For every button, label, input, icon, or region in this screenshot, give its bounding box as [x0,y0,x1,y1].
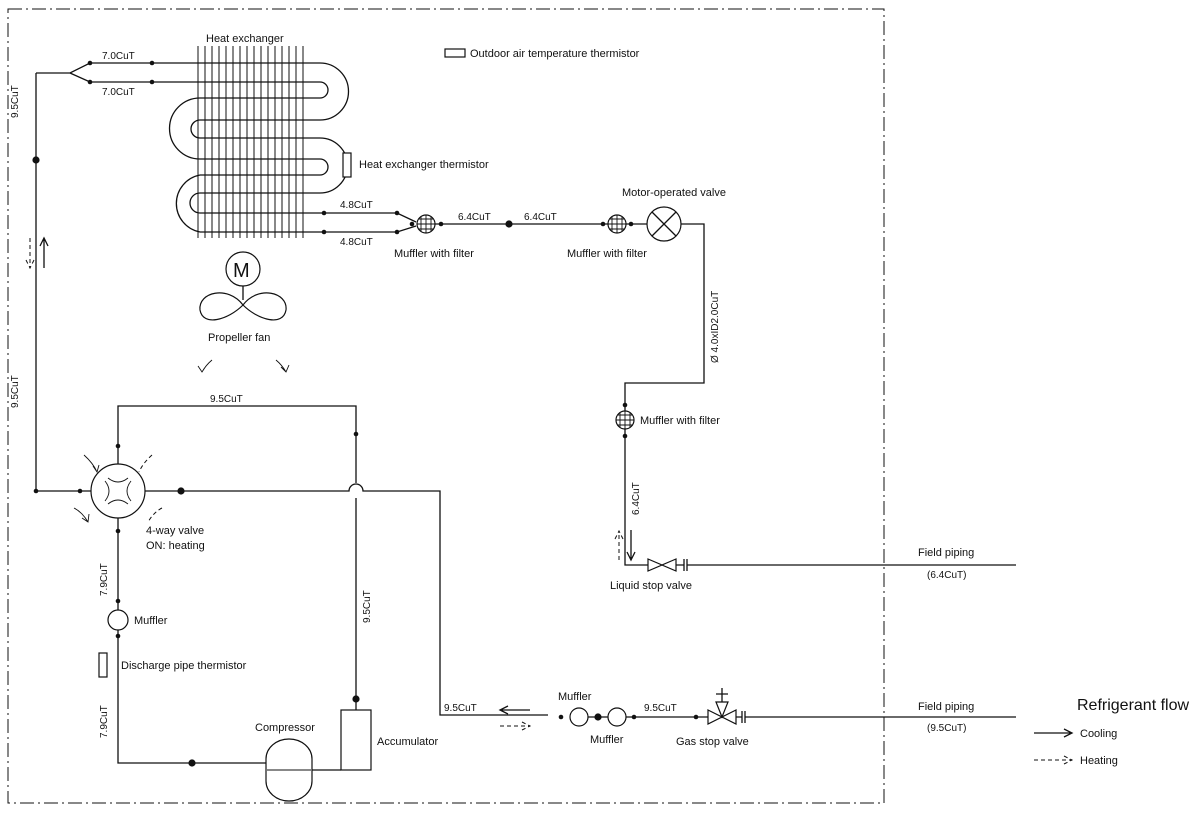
left-cooling-arrow [39,236,49,268]
fan-motor-label: M [233,260,250,282]
field-piping-liquid-label: Field piping [918,547,974,559]
pipe-left-vertical [35,73,91,492]
pipe-size-6-4-a: 6.4CuT [458,212,491,223]
motor-operated-valve: Motor-operated valve [622,187,726,242]
accumulator-label: Accumulator [377,736,438,748]
refrigerant-flow-legend: Refrigerant flow Cooling Heating [1034,697,1189,767]
muffler-gas-2-label: Muffler [590,734,624,746]
liquid-cooling-arrow [626,530,636,562]
muffler-with-filter-1: Muffler with filter [394,214,474,260]
pipe-size-9-5-accumulator: 9.5CuT [362,590,373,623]
four-way-valve: 4-way valve ON: heating [73,454,205,552]
pipe-size-9-5-gas-left: 9.5CuT [444,703,477,714]
heat-exchanger-label: Heat exchanger [206,33,284,45]
liquid-stop-valve-label: Liquid stop valve [610,580,692,592]
outdoor-thermistor-symbol [444,48,466,58]
pipe-valve-right [145,483,548,716]
pipe-size-4-8-bottom: 4.8CuT [340,237,373,248]
pipe-size-9-5-left-bottom: 9.5CuT [10,375,21,408]
four-way-valve-label: 4-way valve [146,525,204,537]
legend-heating-label: Heating [1080,755,1118,767]
muffler-discharge-label: Muffler [134,615,168,627]
compressor: Compressor [255,722,315,802]
liquid-heating-arrow [614,529,624,560]
pipe-capillary [624,223,705,413]
pipe-valve-top-loop [117,405,357,483]
muffler-with-filter-2-label: Muffler with filter [567,248,647,260]
field-piping-liquid-size: (6.4CuT) [927,570,966,581]
pipe-size-capillary: Ø 4.0xID2.0CuT [710,291,721,363]
pipe-size-9-5-gas-right: 9.5CuT [644,703,677,714]
pipe-to-liquid-stop-valve [624,429,648,566]
hx-inlet-branch: 7.0CuT 7.0CuT [36,51,155,98]
heat-exchanger: Heat exchanger [152,33,350,238]
muffler-gas-2: Muffler [590,707,627,746]
propeller-fan-label: Propeller fan [208,332,270,344]
pipe-size-4-8-top: 4.8CuT [340,200,373,211]
field-piping-gas-label: Field piping [918,701,974,713]
muffler-gas-1: Muffler [558,691,592,727]
gas-stop-valve: Gas stop valve [676,688,1016,748]
hx-outlet-branch: 4.8CuT 4.8CuT [320,200,417,248]
pipe-size-6-4-vertical: 6.4CuT [631,482,642,515]
heat-exchanger-fins [197,46,304,238]
pipe-size-7-9-upper: 7.9CuT [99,563,110,596]
legend-heating-arrow [1034,755,1074,765]
pipe-size-7-0-top: 7.0CuT [102,51,135,62]
heat-exchanger-tubes [152,62,350,233]
left-heating-arrow [25,238,35,270]
gas-heating-arrow [500,721,532,731]
propeller-fan: M Propeller fan [197,251,290,373]
muffler-discharge: Muffler [107,609,168,631]
outdoor-thermistor-label: Outdoor air temperature thermistor [470,48,640,60]
legend-cooling-arrow [1034,728,1074,738]
muffler-with-filter-2: Muffler with filter [567,214,647,260]
discharge-thermistor-symbol [98,652,108,678]
four-way-valve-state: ON: heating [146,540,205,552]
discharge-thermistor-label: Discharge pipe thermistor [121,660,247,672]
legend-cooling-label: Cooling [1080,728,1117,740]
pipe-discharge-lower [117,630,268,764]
hx-thermistor-symbol [342,152,352,178]
liquid-stop-valve: Liquid stop valve [610,558,1016,592]
pipe-size-7-0-bottom: 7.0CuT [102,87,135,98]
motor-operated-valve-label: Motor-operated valve [622,187,726,199]
outdoor-unit-boundary [7,8,885,804]
muffler-gas-1-label: Muffler [558,691,592,703]
pipe-size-7-9-lower: 7.9CuT [99,705,110,738]
hx-thermistor-label: Heat exchanger thermistor [359,159,489,171]
pipe-size-6-4-b: 6.4CuT [524,212,557,223]
pipe-size-9-5-left-top: 9.5CuT [10,85,21,118]
gas-cooling-arrow [498,705,530,715]
compressor-label: Compressor [255,722,315,734]
muffler-with-filter-3: Muffler with filter [615,402,720,439]
legend-title: Refrigerant flow [1077,697,1189,714]
field-piping-gas-size: (9.5CuT) [927,723,966,734]
pipe-size-9-5-top-loop: 9.5CuT [210,394,243,405]
muffler-with-filter-3-label: Muffler with filter [640,415,720,427]
accumulator: Accumulator [340,709,438,771]
muffler-with-filter-1-label: Muffler with filter [394,248,474,260]
gas-stop-valve-label: Gas stop valve [676,736,749,748]
